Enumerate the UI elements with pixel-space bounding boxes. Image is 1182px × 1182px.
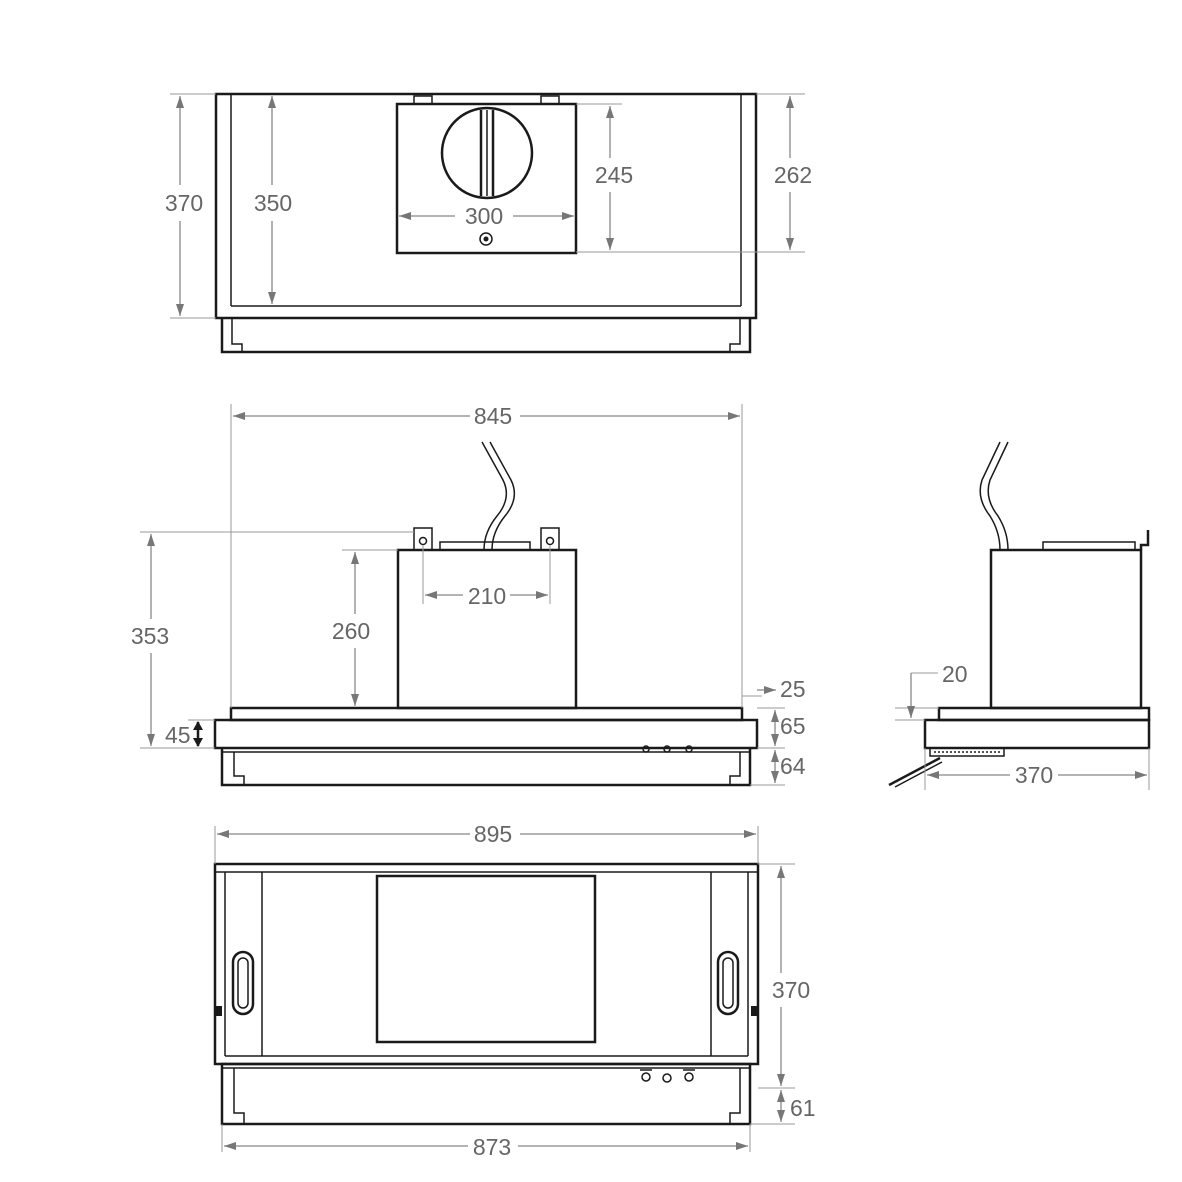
dim-front-rail-45: 45 [165,722,191,748]
dim-front-frame-65: 65 [780,713,806,739]
dim-top-right-height: 262 [774,162,812,188]
dim-front-drawer-64: 64 [780,753,806,779]
dim-front-motor-height: 260 [332,618,370,644]
front-view: 845 353 260 210 25 65 64 45 [131,403,806,787]
dim-bottom-drawer-61: 61 [790,1095,816,1121]
side-view: 20 370 [888,441,1151,790]
dim-top-outlet-diameter: 300 [465,203,503,229]
dim-bottom-overall-width: 895 [474,821,512,847]
dim-front-bracket-spacing: 210 [468,583,506,609]
dim-front-overall-height: 353 [131,623,169,649]
dim-top-motor-height: 245 [595,162,633,188]
dim-bottom-drawer-width: 873 [473,1134,511,1160]
top-view: 370 350 245 262 300 [165,92,812,354]
dim-front-offset-25: 25 [780,676,806,702]
dim-front-overall-width: 845 [474,403,512,429]
bottom-view: 895 370 61 873 [213,821,816,1160]
dim-bottom-depth: 370 [772,977,810,1003]
dim-top-inner-height: 350 [254,190,292,216]
motor-box [395,95,578,255]
dim-side-offset-20: 20 [942,661,968,687]
dim-top-overall-height: 370 [165,190,203,216]
dim-side-depth: 370 [1015,762,1053,788]
